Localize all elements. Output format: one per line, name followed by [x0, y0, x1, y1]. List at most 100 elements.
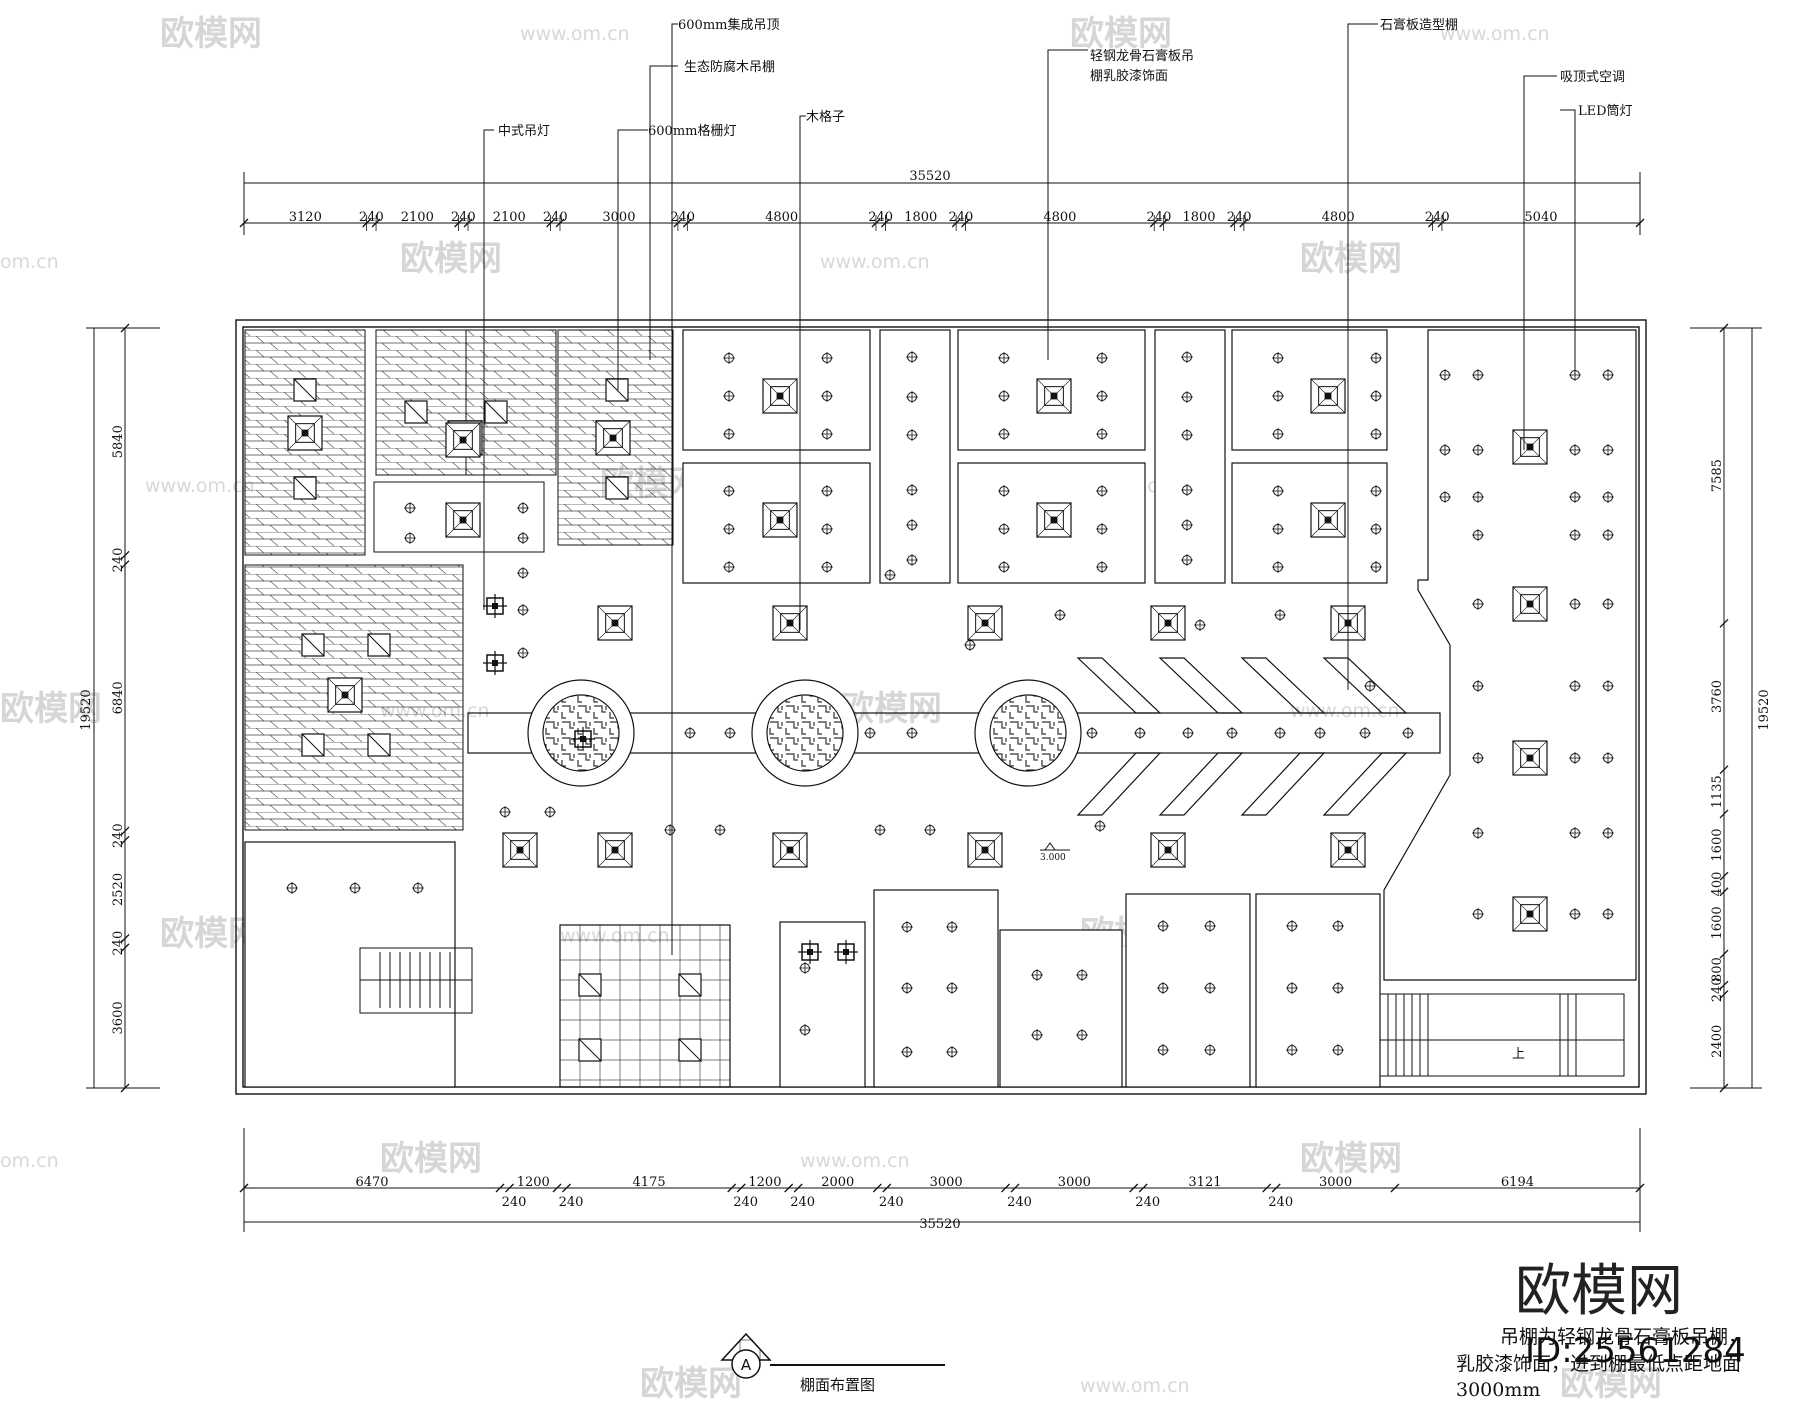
dim-segment-top: 2100 — [493, 210, 526, 225]
top-dimension-ticks: 3120 240 2100 240 2100 240 3000 240 4800 240 1800 2… — [239, 210, 1645, 231]
watermark: www.om.cn — [800, 1150, 910, 1172]
watermark: 欧模网 — [160, 14, 262, 54]
dim-segment-bottom: 3121 — [1188, 1175, 1221, 1190]
dim-segment-bottom: 6194 — [1501, 1175, 1534, 1190]
dim-segment-bottom: 4175 — [633, 1175, 666, 1190]
callout-gypsum-board-2: 棚乳胶漆饰面 — [1090, 68, 1168, 84]
dim-segment-side: 2520 — [111, 873, 126, 906]
stair-up-label: 上 — [1512, 1047, 1525, 1062]
dim-segment-top: 5040 — [1524, 210, 1557, 225]
watermark: 欧模网 — [1070, 14, 1172, 54]
left-dimensions — [86, 327, 160, 1089]
dim-segment-top: 240 — [670, 210, 695, 225]
note-line-2: 乳胶漆饰面，进到棚最低点距地面 — [1456, 1353, 1741, 1375]
level-marker-icon — [1040, 842, 1070, 851]
watermark: om.cn — [0, 1150, 59, 1172]
watermark: 欧模网 — [640, 1364, 742, 1404]
dim-segment-side: 240 — [111, 548, 126, 573]
dim-wall-bottom: 240 — [559, 1195, 584, 1210]
brand-mark: 欧模网 — [1515, 1259, 1683, 1324]
dim-segment-top: 240 — [1147, 210, 1172, 225]
dim-segment-top: 1800 — [904, 210, 937, 225]
dim-segment-top: 240 — [451, 210, 476, 225]
dim-segment-top: 240 — [868, 210, 893, 225]
dim-wall-bottom: 240 — [1007, 1195, 1032, 1210]
dim-segment-bottom: 1200 — [748, 1175, 781, 1190]
watermark: www.om.cn — [1080, 1375, 1190, 1397]
dim-segment-top: 4800 — [1322, 210, 1355, 225]
stair — [359, 947, 1625, 1077]
dim-wall-bottom: 240 — [1268, 1195, 1293, 1210]
watermark: 欧模网 — [380, 1139, 482, 1179]
callout-grille-light: 600mm格栅灯 — [648, 123, 736, 139]
dim-segment-side: 1135 — [1710, 775, 1725, 808]
watermark: 欧模网 — [1300, 1139, 1402, 1179]
dim-segment-top: 4800 — [765, 210, 798, 225]
bottom-dimension-ticks: 6470 240 1200 240 4175 240 1200 240 2000 240 3000 2… — [239, 1175, 1645, 1210]
dim-segment-side: 2400 — [1710, 1025, 1725, 1058]
dim-segment-bottom: 3000 — [1319, 1175, 1352, 1190]
watermark: www.om.cn — [1290, 700, 1400, 722]
callout-gypsum-board: 轻钢龙骨石膏板吊 — [1090, 48, 1194, 64]
gypsum-chevrons — [1076, 657, 1408, 816]
dim-segment-top: 240 — [948, 210, 973, 225]
watermark: www.om.cn — [820, 251, 930, 273]
note-line-1: 吊棚为轻钢龙骨石膏板吊棚， — [1500, 1325, 1747, 1348]
dim-segment-top: 4800 — [1043, 210, 1076, 225]
dim-wall-bottom: 240 — [790, 1195, 815, 1210]
right-dimensions — [1690, 327, 1762, 1089]
note-line-3: 3000mm — [1456, 1379, 1540, 1401]
dim-segment-side: 6840 — [111, 681, 126, 714]
callout-integrated-ceiling: 600mm集成吊顶 — [678, 17, 779, 33]
model-id: ID:25561284 — [1525, 1331, 1746, 1371]
dim-total-right: 19520 — [1757, 689, 1772, 730]
dim-total-left: 19520 — [79, 689, 94, 730]
dim-segment-top: 3120 — [289, 210, 322, 225]
dim-segment-top: 1800 — [1182, 210, 1215, 225]
dim-segment-side: 800 — [1710, 957, 1725, 982]
dim-total-bottom: 35520 — [919, 1217, 960, 1232]
drawing-title: 棚面布置图 — [800, 1376, 875, 1394]
led-downlights — [286, 351, 1614, 1058]
dim-segment-top: 3000 — [602, 210, 635, 225]
dim-segment-bottom: 2000 — [821, 1175, 854, 1190]
watermark: 欧模网 — [1560, 1364, 1662, 1404]
dim-segment-top: 240 — [1227, 210, 1252, 225]
dim-wall-bottom: 240 — [879, 1195, 904, 1210]
dim-segment-side: 400 — [1710, 872, 1725, 897]
dim-total-top: 35520 — [909, 169, 950, 184]
callout-ceiling-aircon: 吸顶式空调 — [1560, 70, 1625, 85]
callout-gypsum-shaped: 石膏板造型棚 — [1380, 17, 1458, 33]
dim-segment-side: 240 — [1710, 977, 1725, 1002]
callout-wood-lattice: 木格子 — [806, 109, 845, 125]
dim-segment-side: 1600 — [1710, 829, 1725, 862]
level-value: 3.000 — [1040, 853, 1066, 863]
dim-segment-bottom: 6470 — [355, 1175, 388, 1190]
dim-segment-top: 240 — [1425, 210, 1450, 225]
dim-wall-bottom: 240 — [502, 1195, 527, 1210]
dim-segment-top: 2100 — [401, 210, 434, 225]
dim-segment-side: 3600 — [111, 1001, 126, 1034]
dim-segment-bottom: 1200 — [517, 1175, 550, 1190]
watermark: www.om.cn — [1440, 23, 1550, 45]
watermark: om.cn — [0, 251, 59, 273]
callout-chinese-pendant: 中式吊灯 — [498, 124, 550, 139]
dim-segment-side: 240 — [111, 931, 126, 956]
watermark: 欧模网 — [1300, 239, 1402, 279]
section-marker: A — [741, 1356, 752, 1374]
watermark: www.om.cn — [520, 23, 630, 45]
top-dimensions — [243, 172, 1641, 235]
dim-wall-bottom: 240 — [733, 1195, 758, 1210]
callout-led-downlight: LED筒灯 — [1578, 103, 1633, 119]
watermark: 欧模网 — [400, 239, 502, 279]
central-corridor — [467, 679, 1441, 787]
callout-leaders — [483, 23, 1576, 955]
dim-segment-side: 1600 — [1710, 906, 1725, 939]
dim-segment-bottom: 3000 — [1058, 1175, 1091, 1190]
bottom-dimensions — [243, 1128, 1641, 1232]
dim-wall-bottom: 240 — [1135, 1195, 1160, 1210]
watermark: 欧模网 — [0, 689, 102, 729]
